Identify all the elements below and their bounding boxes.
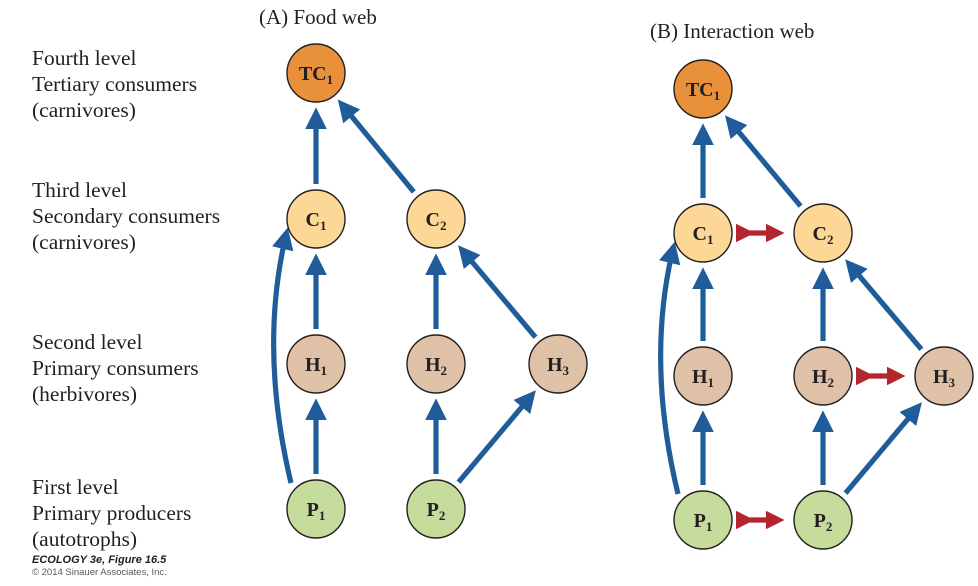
level-role: Secondary consumers — [32, 204, 221, 228]
node-circle — [406, 334, 466, 394]
level-label-fourth: Fourth level Tertiary consumers (carnivo… — [32, 45, 197, 123]
copyright-notice: © 2014 Sinauer Associates, Inc. — [32, 567, 167, 578]
feeding-arrow-p1-to-c1 — [271, 227, 294, 484]
node-circle — [673, 203, 733, 263]
feeding-arrow-p2-to-h3 — [456, 390, 536, 484]
node-label: P1 — [307, 499, 326, 523]
level-group: (autotrophs) — [32, 527, 138, 551]
node-circle — [914, 346, 974, 406]
figure-credit: ECOLOGY 3e, Figure 16.5 © 2014 Sinauer A… — [32, 553, 167, 579]
node-h2: H2 — [793, 346, 853, 406]
node-c1: C1 — [286, 189, 346, 249]
node-label: P2 — [814, 510, 833, 534]
node-c2: C2 — [793, 203, 853, 263]
node-label: H1 — [692, 366, 714, 390]
node-circle — [793, 346, 853, 406]
node-h3: H3 — [914, 346, 974, 406]
figure-reference: ECOLOGY 3e, Figure 16.5 — [32, 554, 167, 566]
node-c1: C1 — [673, 203, 733, 263]
level-label-third: Third level Secondary consumers (carnivo… — [32, 177, 220, 255]
node-label: C1 — [306, 209, 327, 233]
node-circle — [406, 479, 466, 539]
level-role: Tertiary consumers — [32, 72, 198, 96]
node-label: TC1 — [686, 79, 720, 103]
node-circle — [793, 203, 853, 263]
feeding-arrow-h3-to-c2 — [458, 245, 538, 339]
feeding-arrow-p2-to-h3 — [843, 402, 922, 495]
level-title: Second level — [32, 330, 143, 354]
feeding-arrow-h3-to-c2 — [845, 259, 924, 351]
node-tc1: TC1 — [673, 59, 733, 119]
node-label: H3 — [547, 354, 570, 378]
node-p1: P1 — [286, 479, 346, 539]
node-h1: H1 — [286, 334, 346, 394]
panel-b-title: (B) Interaction web — [650, 19, 815, 43]
level-title: First level — [32, 475, 119, 499]
level-group: (carnivores) — [32, 98, 136, 122]
node-circle — [286, 189, 346, 249]
node-circle — [406, 189, 466, 249]
level-role: Primary consumers — [32, 356, 199, 380]
node-p1: P1 — [673, 490, 733, 550]
node-circle — [793, 490, 853, 550]
node-h1: H1 — [673, 346, 733, 406]
node-h2: H2 — [406, 334, 466, 394]
node-circle — [673, 346, 733, 406]
node-label: C1 — [693, 223, 714, 247]
node-label: P2 — [427, 499, 446, 523]
level-title: Third level — [32, 178, 127, 202]
level-label-second: Second level Primary consumers (herbivor… — [32, 329, 199, 407]
node-label: P1 — [694, 510, 713, 534]
node-circle — [286, 479, 346, 539]
level-group: (carnivores) — [32, 230, 136, 254]
level-role: Primary producers — [32, 501, 192, 525]
node-circle — [286, 334, 346, 394]
node-label: H1 — [305, 354, 327, 378]
level-title: Fourth level — [32, 46, 137, 70]
feeding-arrow-c2-to-tc1 — [724, 115, 803, 208]
node-label: H2 — [425, 354, 447, 378]
node-p2: P2 — [793, 490, 853, 550]
node-tc1: TC1 — [286, 43, 346, 103]
node-label: C2 — [426, 209, 447, 233]
node-label: H3 — [933, 366, 956, 390]
panel-a-title: (A) Food web — [259, 5, 377, 29]
node-label: C2 — [813, 223, 834, 247]
feeding-arrow-c2-to-tc1 — [337, 99, 416, 194]
feeding-arrow-p1-to-c1 — [658, 241, 681, 495]
node-circle — [673, 59, 733, 119]
node-label: TC1 — [299, 63, 333, 87]
node-circle — [528, 334, 588, 394]
node-circle — [673, 490, 733, 550]
level-label-first: First level Primary producers (autotroph… — [32, 474, 191, 552]
node-c2: C2 — [406, 189, 466, 249]
node-p2: P2 — [406, 479, 466, 539]
node-label: H2 — [812, 366, 834, 390]
node-circle — [286, 43, 346, 103]
node-h3: H3 — [528, 334, 588, 394]
level-group: (herbivores) — [32, 382, 138, 406]
